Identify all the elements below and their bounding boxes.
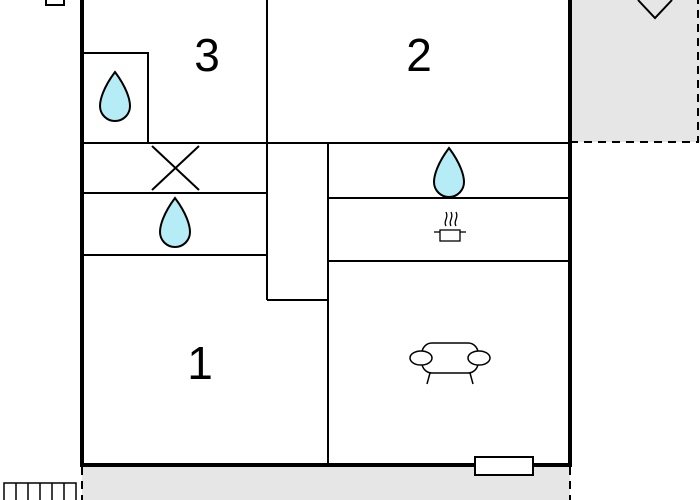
room-label-2: 2: [406, 29, 432, 81]
top-left-marker: [45, 0, 65, 6]
water-drop-icon: [98, 70, 132, 122]
triangle-marker: [637, 0, 673, 20]
stairs-icon: [3, 482, 77, 500]
terrace-dashed-edge: [570, 0, 699, 143]
room-label-1: 1: [187, 337, 213, 389]
sofa-icon: [409, 342, 491, 385]
water-drop-icon: [158, 196, 192, 248]
cooking-pot-icon: [434, 211, 466, 242]
window: [474, 456, 534, 476]
interior-walls: [82, 0, 570, 465]
outer-walls: [80, 0, 572, 467]
terrace-top-right: [570, 0, 700, 142]
stairwell-cross-icon: [151, 145, 200, 191]
room-label-3: 3: [194, 29, 220, 81]
water-drop-icon: [432, 146, 466, 198]
